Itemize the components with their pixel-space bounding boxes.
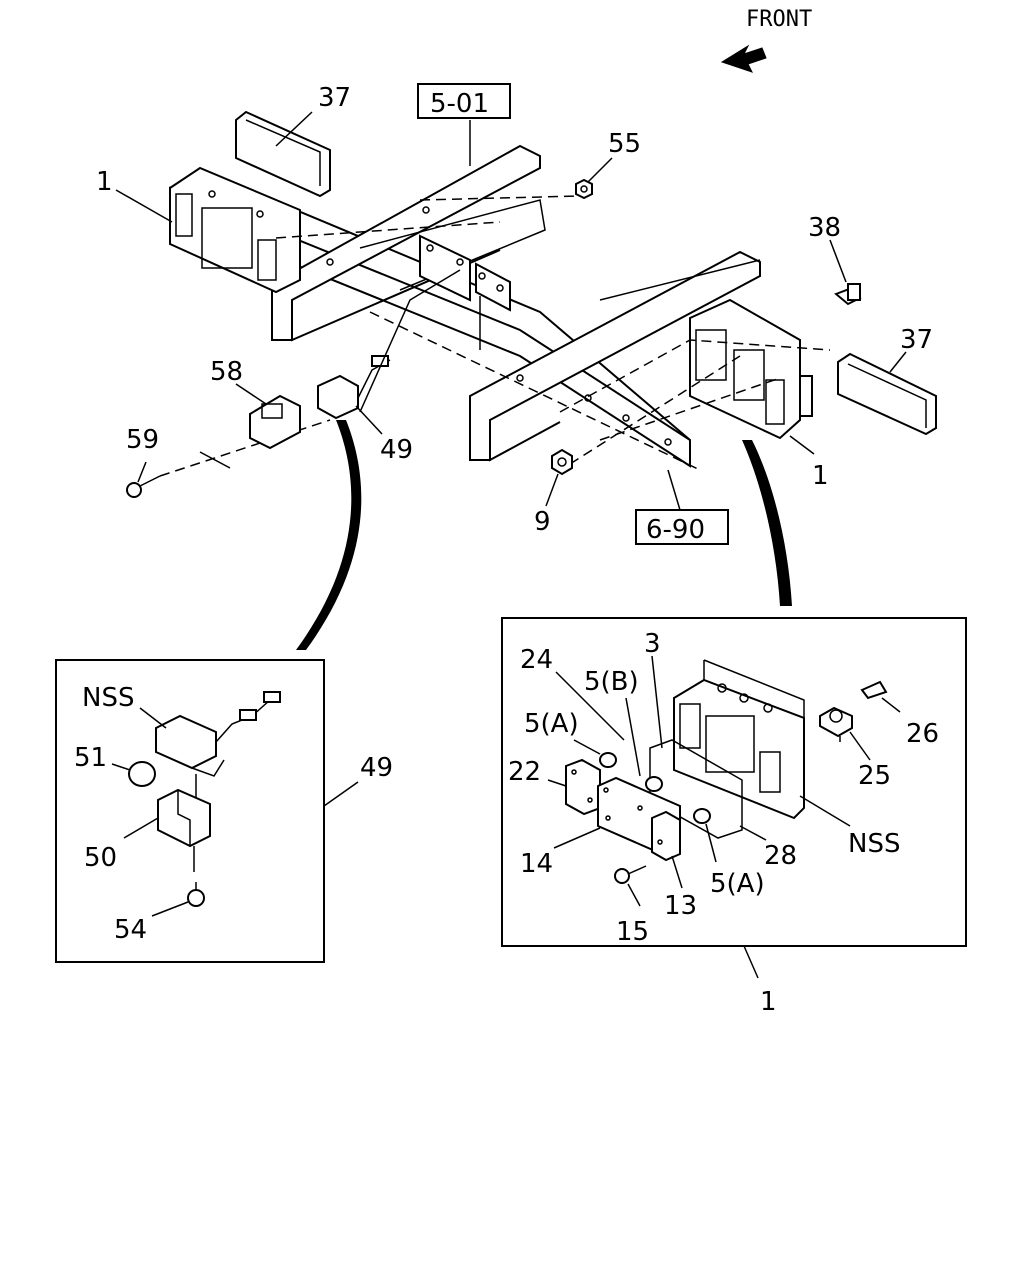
label-1-detail: 1 <box>760 987 777 1017</box>
label-5a-lower: 5(A) <box>710 869 765 899</box>
ref-box-6-90[interactable]: 6-90 <box>635 509 729 545</box>
label-3: 3 <box>644 629 661 659</box>
label-5a-upper: 5(A) <box>524 709 579 739</box>
front-indicator: FRONT <box>720 7 812 73</box>
label-13: 13 <box>664 891 697 921</box>
sensor-49[interactable] <box>317 269 461 420</box>
label-9: 9 <box>534 507 551 537</box>
label-nss-sensor: NSS <box>82 683 134 713</box>
label-1-left: 1 <box>96 167 113 197</box>
label-26: 26 <box>906 719 939 749</box>
cover-37-right[interactable] <box>837 352 937 436</box>
label-37-left: 37 <box>318 83 351 113</box>
callout-arrows <box>296 420 792 650</box>
label-14: 14 <box>520 849 553 879</box>
nut-9[interactable] <box>551 448 573 476</box>
step-pad-left[interactable] <box>169 166 301 294</box>
label-24: 24 <box>520 645 553 675</box>
nut-55[interactable] <box>575 178 593 200</box>
cover-37-left[interactable] <box>235 110 331 198</box>
label-28: 28 <box>764 841 797 871</box>
label-25: 25 <box>858 761 891 791</box>
label-37-right: 37 <box>900 325 933 355</box>
sensor-bracket-58[interactable] <box>249 394 301 450</box>
detail-box-1: 1 <box>501 617 967 1017</box>
screw-59[interactable] <box>126 475 161 498</box>
label-22: 22 <box>508 757 541 787</box>
label-nss-detail: NSS <box>848 829 900 859</box>
projection-lines <box>159 195 831 477</box>
ref-690-label: 6-90 <box>646 515 705 545</box>
step-pad-right[interactable] <box>689 298 813 440</box>
label-59: 59 <box>126 425 159 455</box>
label-5b: 5(B) <box>584 667 639 697</box>
label-58: 58 <box>210 357 243 387</box>
front-arrow-icon <box>720 44 767 73</box>
leader-lines <box>115 111 907 511</box>
front-label: FRONT <box>746 7 812 32</box>
label-50: 50 <box>84 843 117 873</box>
label-49-detail: 49 <box>360 753 393 783</box>
label-54: 54 <box>114 915 147 945</box>
label-49-main: 49 <box>380 435 413 465</box>
bolt-38[interactable] <box>834 283 862 306</box>
ref-box-5-01[interactable]: 5-01 <box>417 83 511 119</box>
label-1-right: 1 <box>812 461 829 491</box>
main-labels: 37 1 55 38 37 58 59 49 1 9 <box>96 83 933 537</box>
ref-501-label: 5-01 <box>430 89 489 119</box>
label-51: 51 <box>74 743 107 773</box>
label-15: 15 <box>616 917 649 947</box>
label-55: 55 <box>608 129 641 159</box>
label-38: 38 <box>808 213 841 243</box>
detail-box-49: 49 NSS 51 50 54 <box>55 659 393 963</box>
